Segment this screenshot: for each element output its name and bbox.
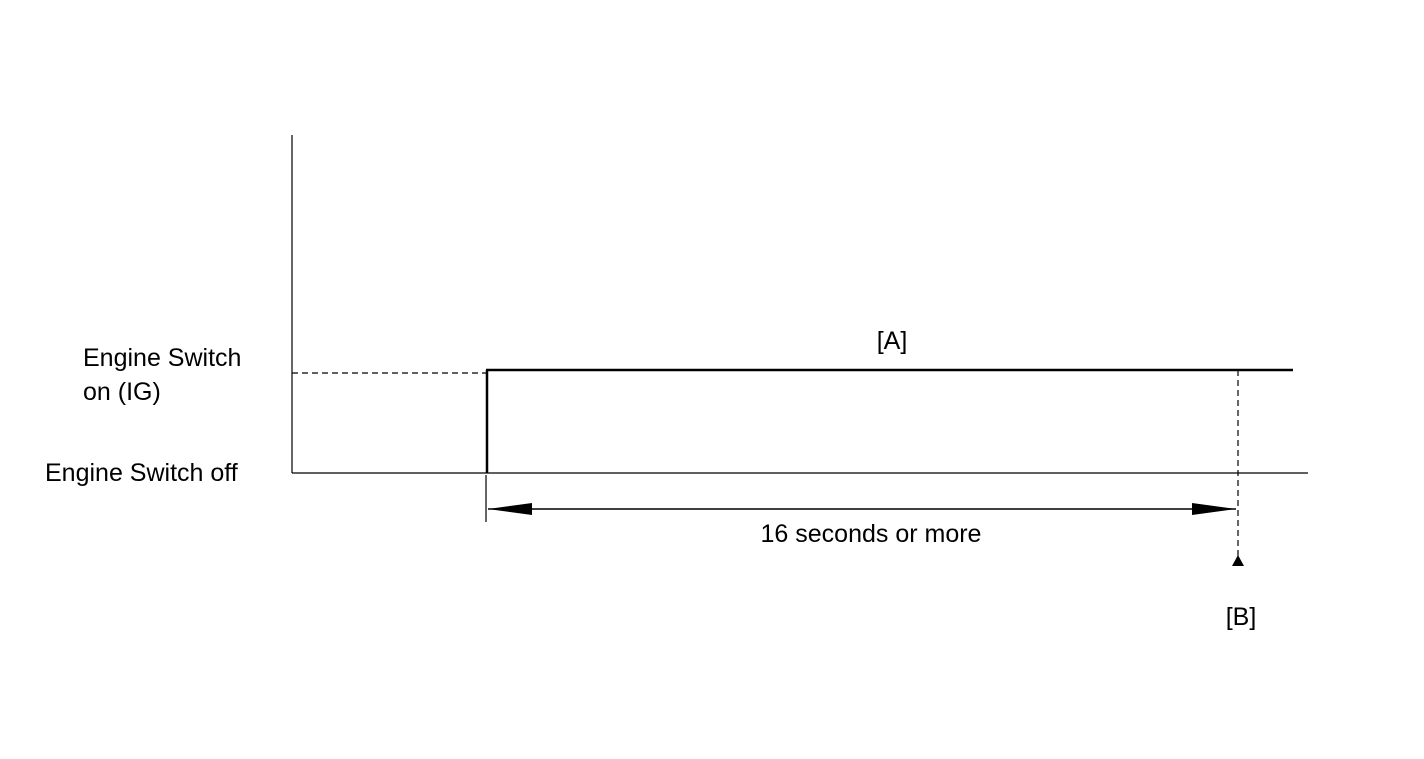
off-label: Engine Switch off [45,459,238,487]
dimension-arrow-right-icon [1192,503,1236,515]
dimension-arrow-left-icon [488,503,532,515]
point-b-arrow-icon [1232,555,1244,566]
duration-label: 16 seconds or more [761,520,982,548]
point-a-label: [A] [877,327,908,355]
on-label-line1: Engine Switch [83,344,241,372]
on-label-line2: on (IG) [83,378,161,406]
point-b-label: [B] [1226,603,1257,631]
